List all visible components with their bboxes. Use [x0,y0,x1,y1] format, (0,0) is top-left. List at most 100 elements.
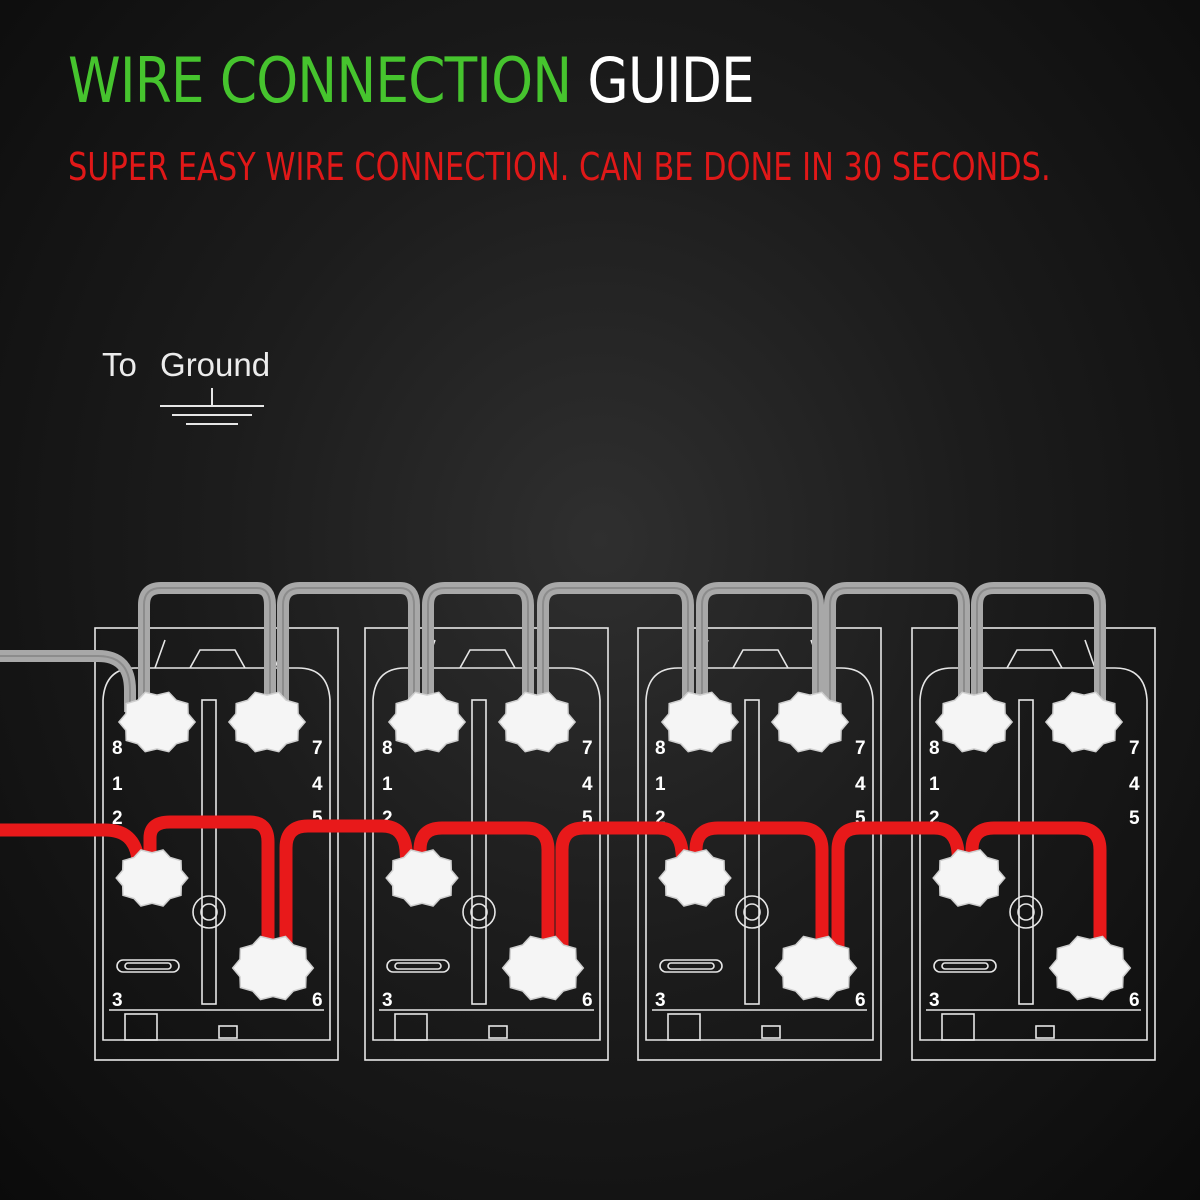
terminal-8 [934,691,1014,753]
power-wire-segment [831,821,967,962]
pin-label-right: 5 [1129,808,1140,829]
pin-label-right: 5 [855,808,866,829]
pin-label-left: 1 [382,774,393,795]
switch-housing [372,667,601,1041]
pin-label-right: 7 [312,738,323,759]
power-terminals [115,849,1132,1001]
switch-base-tab [667,1013,701,1041]
terminal-2 [385,849,459,907]
pin-label-right: 7 [582,738,593,759]
pin-label-left: 1 [112,774,123,795]
switch-center-ring [735,895,769,929]
terminal-8 [387,691,467,753]
switch-housing [645,667,874,1041]
terminal-2 [115,849,189,907]
ground-wire-highlight [701,587,819,712]
terminal-6 [231,935,315,1001]
terminal-7 [770,691,850,753]
power-wires [0,815,1107,962]
switch-clips [971,639,1096,669]
switch-slot-inner [667,962,715,970]
ground-wire-highlight [282,587,415,712]
pin-label-right: 6 [855,990,866,1011]
pin-label-left: 3 [655,990,666,1011]
switch-base-notch [488,1025,508,1039]
pin-label-left: 2 [382,808,393,829]
pin-label-left: 2 [929,808,940,829]
terminal-7 [1044,691,1124,753]
rocker-switch-1 [94,627,339,1061]
switch-slot [659,959,723,973]
switch-slot-inner [124,962,172,970]
power-wire-segment [143,815,275,960]
switch-center-bar [471,699,487,1005]
terminal-6 [1048,935,1132,1001]
power-wire-segment [965,821,1107,962]
switch-base-notch [1035,1025,1055,1039]
switch-top-latch [1006,649,1063,669]
power-wire-segment [413,821,555,962]
switch-slot [386,959,450,973]
pin-label-left: 3 [929,990,940,1011]
switch-center-bar [201,699,217,1005]
pin-label-left: 1 [655,774,666,795]
switch-top-latch [732,649,789,669]
power-wire-segment [279,819,415,960]
switch-center-ring [192,895,226,929]
pin-label-right: 5 [312,808,323,829]
pin-label-left: 8 [382,738,393,759]
switch-frame [94,627,339,1061]
pin-label-right: 5 [582,808,593,829]
pin-label-right: 6 [582,990,593,1011]
switch-center-ring [1009,895,1043,929]
pin-label-left: 3 [112,990,123,1011]
switch-center-dot [470,903,488,921]
switch-base-notch [218,1025,238,1039]
ground-wire-segment [537,582,694,712]
terminal-7 [497,691,577,753]
switch-frame [637,627,882,1061]
pin-label-left: 2 [112,808,123,829]
power-wire-segment [689,821,829,962]
power-wire-segment [555,821,691,962]
pin-label-left: 1 [929,774,940,795]
switch-slot-inner [941,962,989,970]
pin-label-right: 7 [1129,738,1140,759]
switch-slot [933,959,997,973]
switch-slot [116,959,180,973]
pin-label-left: 3 [382,990,393,1011]
ground-wire-segment [277,582,420,712]
switch-clips [697,639,822,669]
terminal-7 [227,691,307,753]
terminal-2 [658,849,732,907]
switch-base-tab [941,1013,975,1041]
title-highlight: WIRE CONNECTION [68,44,572,117]
ground-wire-highlight [427,587,529,712]
pin-label-right: 6 [1129,990,1140,1011]
switch-top-latch [459,649,516,669]
ground-label: To Ground [102,346,271,383]
pin-label-left: 8 [112,738,123,759]
pin-label-right: 7 [855,738,866,759]
connector-terminals [117,691,1124,753]
switch-base-notch [761,1025,781,1039]
pin-label-left: 2 [655,808,666,829]
pin-label-left: 8 [929,738,940,759]
page-title: WIRE CONNECTION GUIDE [68,50,755,112]
switch-base-tab [124,1013,158,1041]
terminal-8 [117,691,197,753]
switch-center-bar [1018,699,1034,1005]
switch-clips [154,639,279,669]
power-wire-segment [0,823,147,879]
switch-center-bar [744,699,760,1005]
switch-top-latch [189,649,246,669]
switch-slot-inner [394,962,442,970]
ground-wire-segment [0,650,136,712]
ground-wire-highlight [976,587,1101,712]
page-subtitle: SUPER EASY WIRE CONNECTION. CAN BE DONE … [68,145,1051,189]
